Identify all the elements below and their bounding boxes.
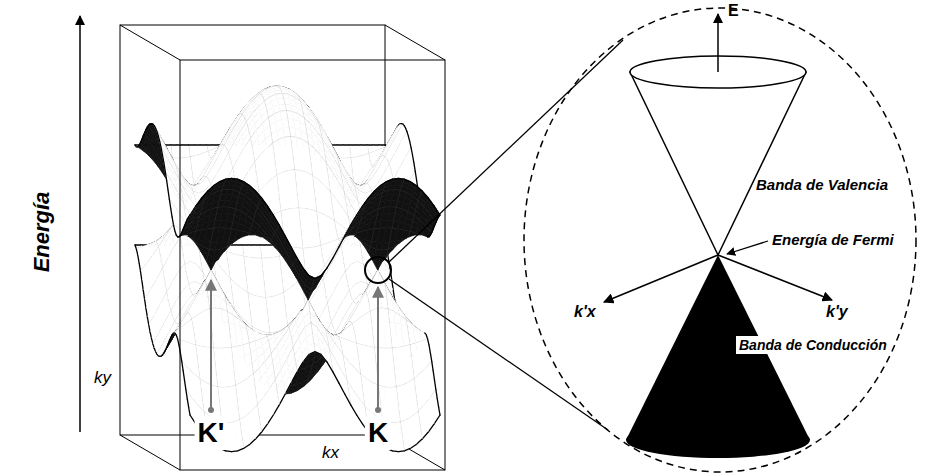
box-edge <box>385 25 445 60</box>
box-edge <box>120 25 180 60</box>
band-surfaces <box>135 86 440 452</box>
box-edge <box>120 435 180 470</box>
